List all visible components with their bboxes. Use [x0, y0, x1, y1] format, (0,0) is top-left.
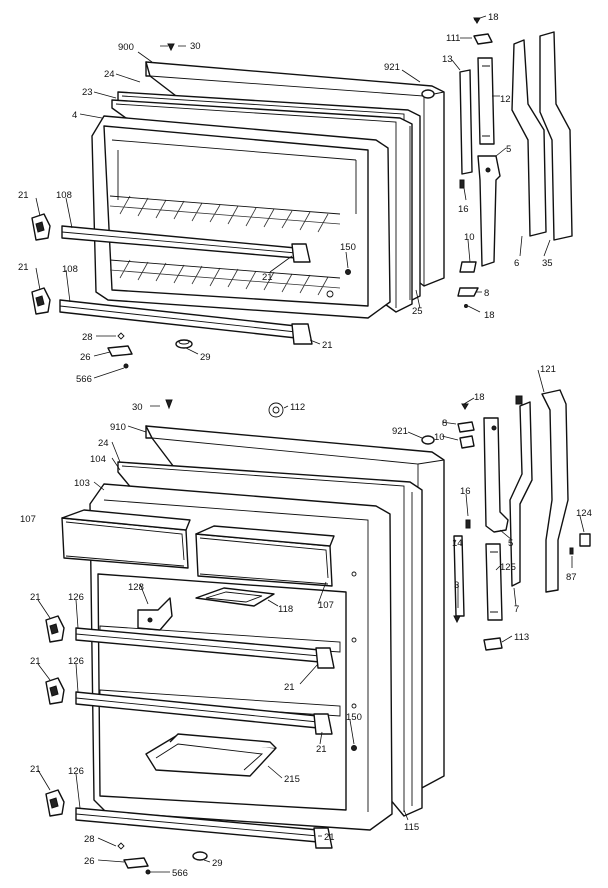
callout-5: 5	[506, 144, 511, 155]
door-shelf-bar-upper	[75, 627, 335, 669]
callout-21-top-c: 21	[18, 262, 29, 273]
callout-112: 112	[290, 402, 305, 413]
callout-10: 10	[434, 432, 445, 443]
door-shelf-end-cap-middle	[45, 677, 65, 705]
callout-921: 921	[392, 426, 408, 437]
freezer-door-assembly	[31, 17, 573, 369]
callout-13: 13	[442, 54, 453, 65]
callout-3: 3	[454, 580, 459, 591]
freezer-inner-door-liner	[91, 115, 391, 319]
callout-21-bottom-a: 21	[30, 592, 41, 603]
callout-104: 104	[90, 454, 106, 465]
callout-8: 8	[484, 288, 489, 299]
callout-labels-top: 900 30 24 23 4 921 13 18 111 12 5 16 10 …	[18, 12, 553, 385]
callout-16: 16	[458, 204, 469, 215]
callout-910: 910	[110, 422, 126, 433]
callout-108-lower: 108	[62, 264, 78, 275]
fresh-food-hinge-parts	[453, 389, 591, 651]
butter-compartment-left	[61, 509, 191, 569]
callout-126-middle: 126	[68, 656, 84, 667]
fresh-food-door-assembly	[45, 389, 591, 875]
callout-128: 128	[128, 582, 144, 593]
callout-29: 29	[212, 858, 223, 869]
callout-126-upper: 126	[68, 592, 84, 603]
callout-4: 4	[72, 110, 77, 121]
callout-21-bottom-f: 21	[324, 832, 335, 843]
callout-18-bottom: 18	[484, 310, 495, 321]
callout-107-right: 107	[318, 600, 334, 611]
callout-18: 18	[474, 392, 485, 403]
callout-21-bottom-d: 21	[316, 744, 327, 755]
callout-24: 24	[104, 69, 115, 80]
door-shelf-end-cap-upper	[45, 615, 65, 643]
callout-108-upper: 108	[56, 190, 72, 201]
callout-29: 29	[200, 352, 211, 363]
callout-115: 115	[404, 822, 419, 833]
callout-566: 566	[76, 374, 92, 385]
butter-compartment-right	[195, 525, 335, 587]
freezer-small-hardware	[107, 43, 435, 369]
callout-25: 25	[412, 306, 423, 317]
callout-21-top-b: 21	[262, 272, 273, 283]
callout-921: 921	[384, 62, 400, 73]
callout-150: 150	[346, 712, 362, 723]
freezer-shelf-bar-upper	[61, 225, 311, 263]
callout-5: 5	[508, 538, 513, 549]
callout-28: 28	[84, 834, 95, 845]
callout-21-top-a: 21	[18, 190, 29, 201]
callout-566: 566	[172, 868, 188, 879]
shelf-end-cap-left-lower	[31, 287, 51, 315]
callout-30: 30	[190, 41, 201, 52]
callout-125: 125	[500, 562, 516, 573]
callout-215: 215	[284, 774, 300, 785]
fresh-food-small-hardware	[117, 399, 435, 875]
callout-6: 6	[514, 258, 519, 269]
callout-8: 8	[442, 418, 447, 429]
callout-21-bottom-b: 21	[284, 682, 295, 693]
callout-150: 150	[340, 242, 356, 253]
callout-26: 26	[80, 352, 91, 363]
callout-103: 103	[74, 478, 90, 489]
callout-14: 14	[452, 538, 463, 549]
callout-24: 24	[98, 438, 109, 449]
freezer-shelf-bar-lower	[59, 299, 313, 345]
callout-121: 121	[540, 364, 556, 375]
leader-lines	[35, 15, 585, 873]
door-shelf-end-cap-lower	[45, 789, 65, 817]
callout-113: 113	[514, 632, 529, 643]
callout-87: 87	[566, 572, 577, 583]
callout-118: 118	[278, 604, 293, 615]
freezer-hinge-parts	[457, 17, 573, 308]
callout-23: 23	[82, 87, 93, 98]
callout-107-left: 107	[20, 514, 36, 525]
callout-124: 124	[576, 508, 592, 519]
door-shelf-bar-middle	[75, 691, 333, 735]
dairy-bin	[145, 733, 277, 777]
callout-30: 30	[132, 402, 143, 413]
shelf-bracket	[137, 597, 173, 631]
callout-35: 35	[542, 258, 553, 269]
callout-18-top: 18	[488, 12, 499, 23]
door-shelf-bar-lower	[75, 807, 333, 849]
egg-tray	[195, 587, 275, 607]
callout-111: 111	[446, 33, 460, 44]
callout-labels-bottom: 30 112 910 921 8 10 18 121 24 104 103 10…	[20, 364, 592, 879]
callout-28: 28	[82, 332, 93, 343]
callout-12: 12	[500, 94, 511, 105]
callout-16: 16	[460, 486, 471, 497]
callout-21-bottom-e: 21	[30, 764, 41, 775]
callout-26: 26	[84, 856, 95, 867]
callout-126-lower: 126	[68, 766, 84, 777]
callout-900: 900	[118, 42, 134, 53]
shelf-end-cap-left-upper	[31, 213, 51, 241]
callout-10: 10	[464, 232, 475, 243]
callout-7: 7	[514, 604, 519, 615]
callout-21-top-d: 21	[322, 340, 333, 351]
callout-21-bottom-c: 21	[30, 656, 41, 667]
